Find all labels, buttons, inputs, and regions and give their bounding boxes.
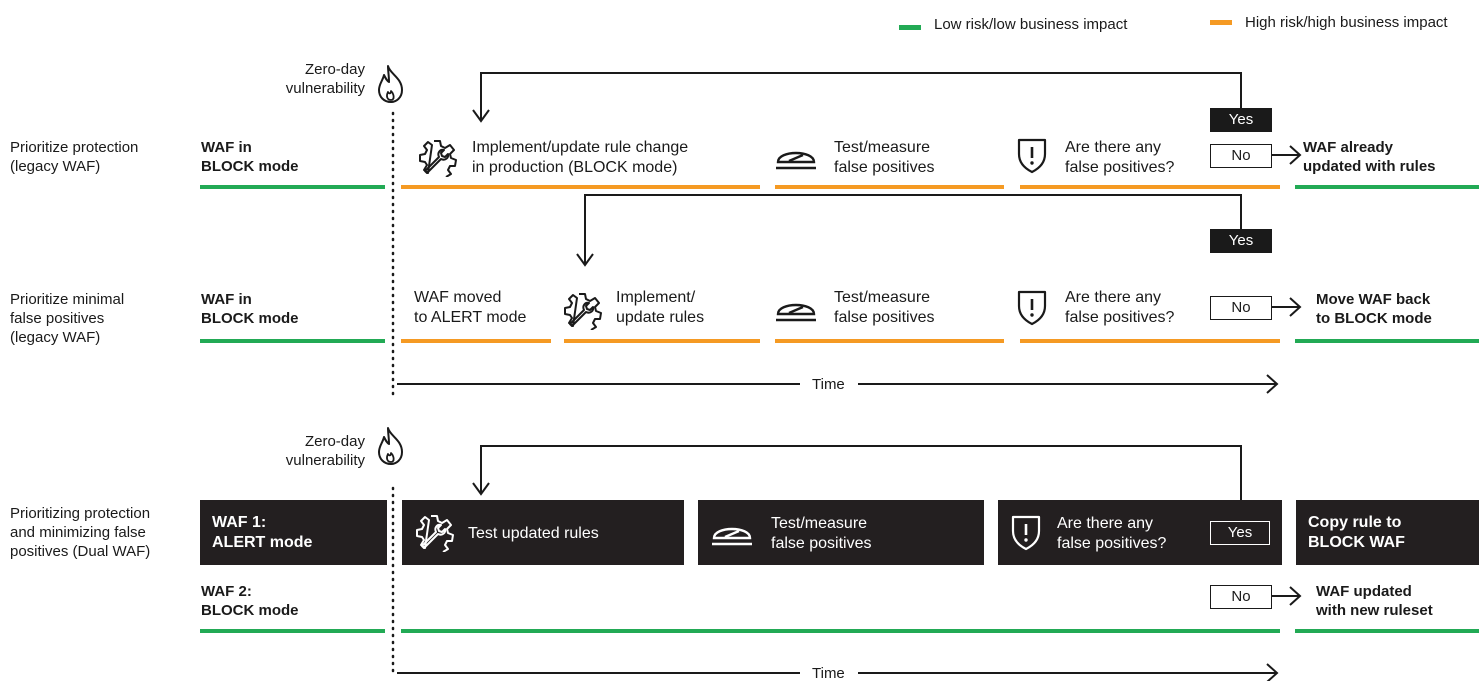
flame-icon xyxy=(378,427,403,465)
gauge-icon xyxy=(776,151,816,170)
row3-bar-waf2 xyxy=(200,629,385,633)
row3-no-box: No xyxy=(1210,585,1272,609)
row3-bar-end2 xyxy=(1295,629,1479,633)
row2-bar-step2 xyxy=(775,339,1004,343)
legend: Low risk/low business impact High risk/h… xyxy=(0,0,1479,40)
row2-bar-step3 xyxy=(1020,339,1280,343)
row1-bar-step2 xyxy=(775,185,1004,189)
row2-bar-step1 xyxy=(564,339,760,343)
row1-bar-end xyxy=(1295,185,1479,189)
flame-icon xyxy=(378,65,403,103)
row1-bar-step3 xyxy=(1020,185,1280,189)
row2-bar-end xyxy=(1295,339,1479,343)
shield-alert-icon xyxy=(1017,290,1047,326)
row1-bar-step1 xyxy=(401,185,760,189)
row3-step1-box: Test updated rules xyxy=(402,500,684,565)
row2-yes-box: Yes xyxy=(1210,229,1272,253)
row2-step1: Implement/update rules xyxy=(616,289,705,326)
row3-waf2: WAF 2:BLOCK mode xyxy=(201,583,299,619)
row3-loop-line xyxy=(480,445,1242,521)
shield-alert-icon xyxy=(1017,138,1047,174)
row2-bar-moved xyxy=(401,339,551,343)
gauge-icon xyxy=(712,527,752,546)
gauge-icon xyxy=(776,303,816,322)
row3-step1-label: Test updated rules xyxy=(468,525,599,542)
row2-loop-line xyxy=(584,194,1242,264)
gear-wrench-icon xyxy=(564,293,602,330)
legend-low-label: Low risk/low business impact xyxy=(934,16,1128,33)
row2-bar-start xyxy=(200,339,385,343)
time-label-1: Time xyxy=(812,376,845,393)
row3-waf1-box: WAF 1:ALERT mode xyxy=(200,500,387,565)
row2-loop-arrowhead xyxy=(576,253,594,267)
row1-yes-box: Yes xyxy=(1210,108,1272,132)
row1-label: Prioritize protection(legacy WAF) xyxy=(10,139,139,175)
legend-high-swatch xyxy=(1210,20,1232,25)
row1-loop-arrowhead xyxy=(472,109,490,123)
row3-waf1-label: WAF 1:ALERT mode xyxy=(212,514,313,551)
row1-loop-line xyxy=(480,72,1242,120)
row1-bar-start xyxy=(200,185,385,189)
legend-high-label: High risk/high business impact xyxy=(1245,14,1448,31)
row3-yes-box: Yes xyxy=(1210,521,1270,545)
row3-bar-main xyxy=(401,629,1280,633)
gear-wrench-icon xyxy=(419,140,457,177)
row1-no-box: No xyxy=(1210,144,1272,168)
row3-loop-arrowhead xyxy=(472,482,490,496)
gear-wrench-icon xyxy=(416,515,454,552)
row2-no-box: No xyxy=(1210,296,1272,320)
shield-alert-icon xyxy=(1011,515,1041,551)
legend-low-swatch xyxy=(899,25,921,30)
time-label-2: Time xyxy=(812,665,845,682)
